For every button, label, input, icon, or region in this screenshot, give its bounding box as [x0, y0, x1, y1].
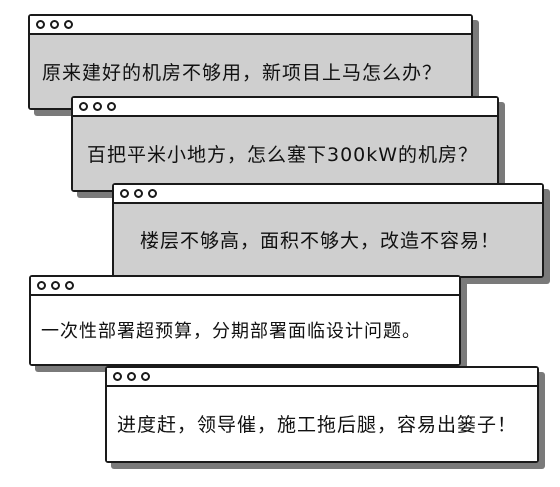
window-1-message: 原来建好的机房不够用，新项目上马怎么办？ [30, 35, 471, 108]
window-button-circle-icon[interactable] [107, 102, 116, 111]
window-button-circle-icon[interactable] [79, 102, 88, 111]
window-1: 原来建好的机房不够用，新项目上马怎么办？ [28, 14, 473, 110]
window-button-circle-icon[interactable] [50, 20, 59, 29]
window-4: 一次性部署超预算，分期部署面临设计问题。 [29, 275, 461, 366]
window-3-titlebar [114, 185, 542, 204]
window-button-circle-icon[interactable] [93, 102, 102, 111]
window-2-titlebar [73, 98, 497, 117]
window-button-circle-icon[interactable] [120, 189, 129, 198]
window-4-message: 一次性部署超预算，分期部署面临设计问题。 [31, 296, 459, 364]
window-5-titlebar [107, 368, 537, 387]
window-button-circle-icon[interactable] [37, 281, 46, 290]
window-3: 楼层不够高，面积不够大，改造不容易！ [112, 183, 544, 278]
window-button-circle-icon[interactable] [113, 372, 122, 381]
window-button-circle-icon[interactable] [36, 20, 45, 29]
window-2: 百把平米小地方，怎么塞下300kW的机房？ [71, 96, 499, 192]
window-5-message: 进度赶，领导催，施工拖后腿，容易出篓子！ [107, 387, 537, 461]
window-2-message: 百把平米小地方，怎么塞下300kW的机房？ [73, 117, 497, 190]
window-button-circle-icon[interactable] [51, 281, 60, 290]
window-5: 进度赶，领导催，施工拖后腿，容易出篓子！ [105, 366, 539, 463]
window-button-circle-icon[interactable] [127, 372, 136, 381]
window-button-circle-icon[interactable] [148, 189, 157, 198]
window-button-circle-icon[interactable] [64, 20, 73, 29]
window-button-circle-icon[interactable] [141, 372, 150, 381]
window-3-message: 楼层不够高，面积不够大，改造不容易！ [114, 204, 542, 276]
window-1-titlebar [30, 16, 471, 35]
window-4-titlebar [31, 277, 459, 296]
window-button-circle-icon[interactable] [65, 281, 74, 290]
window-button-circle-icon[interactable] [134, 189, 143, 198]
